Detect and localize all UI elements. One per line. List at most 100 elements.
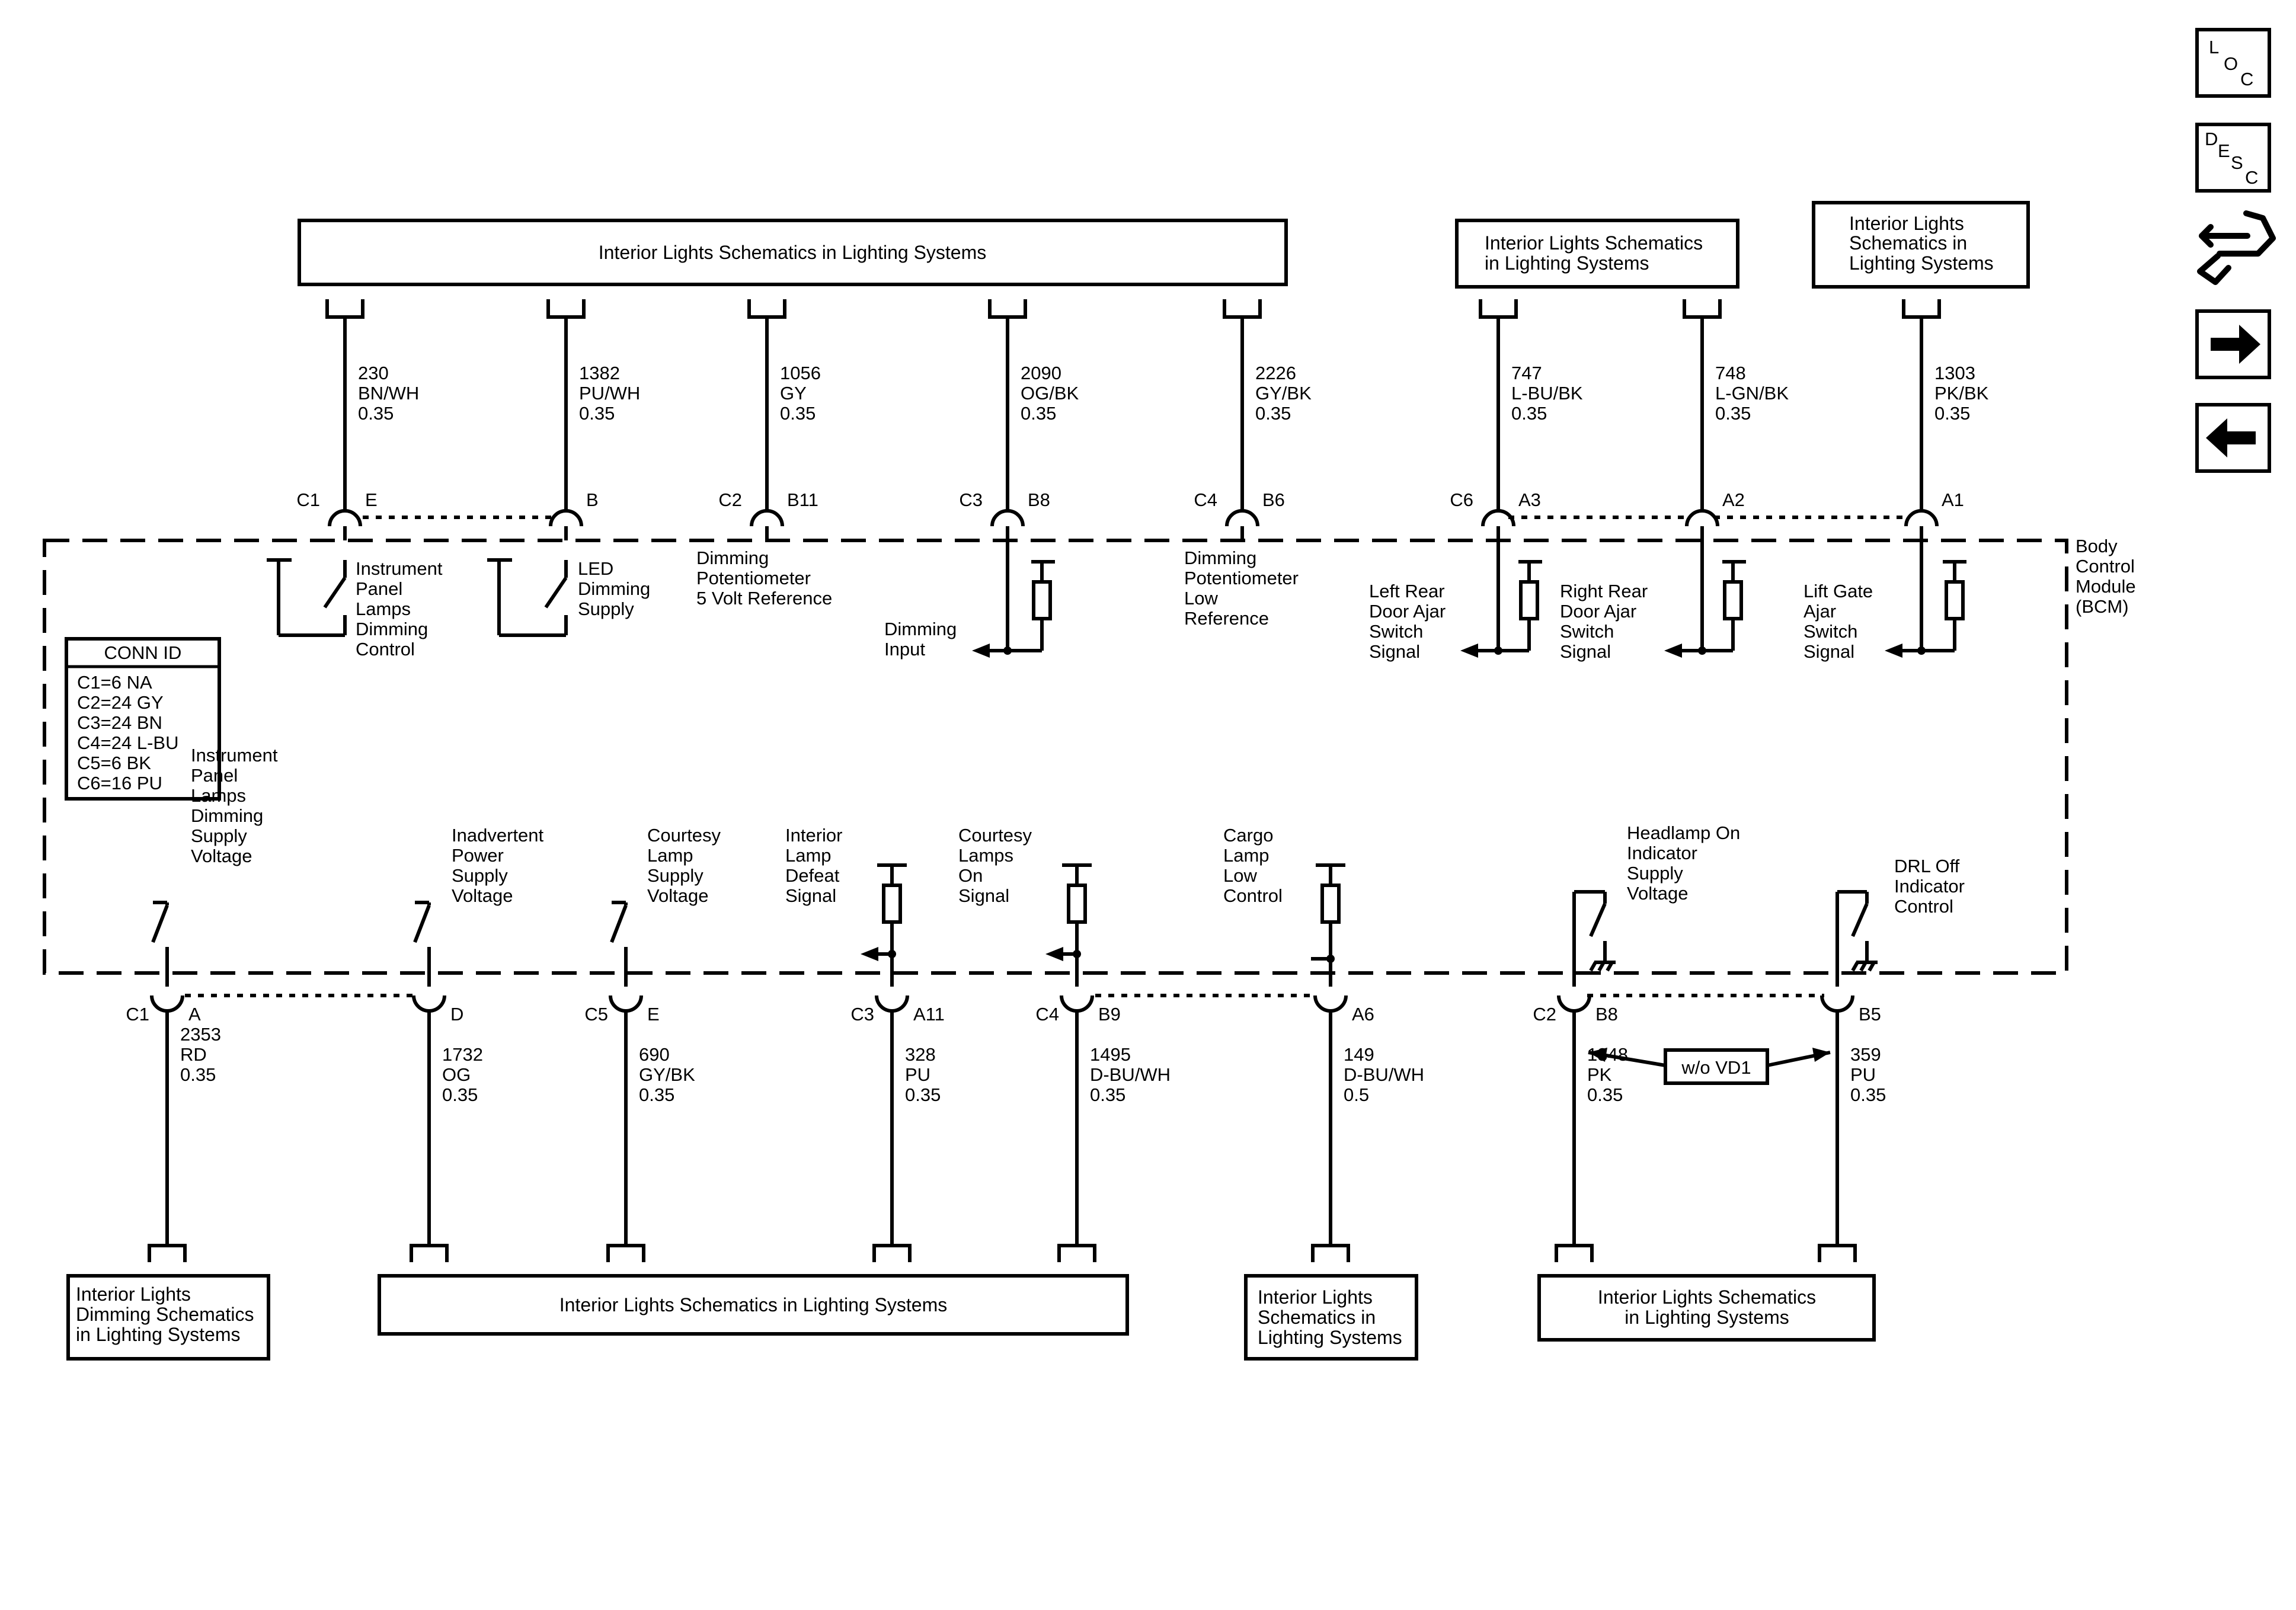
function-label-line: Signal xyxy=(1803,641,1854,662)
function-label-line: Defeat xyxy=(785,865,840,886)
function-label-line: Voltage xyxy=(647,885,708,906)
function-label-line: Indicator xyxy=(1627,843,1697,863)
pin-id: B6 xyxy=(1262,489,1285,510)
wire-circuit: 230 xyxy=(358,363,389,383)
bottom-ref-boxes xyxy=(66,1274,1876,1361)
wire-circuit: 1732 xyxy=(442,1044,483,1065)
top-ref-box-texts: Interior Lights Schematics in Lighting S… xyxy=(599,213,1994,274)
desc-letter-s: S xyxy=(2231,152,2243,173)
wire-circuit: 1303 xyxy=(1934,363,1975,383)
location-button[interactable]: L O C xyxy=(2195,28,2271,98)
wire-color: PU/WH xyxy=(579,383,640,404)
function-label-line: Lamps xyxy=(356,598,411,619)
pin-id: D xyxy=(450,1004,463,1025)
switch-symbol xyxy=(413,901,431,978)
function-label-line: Control xyxy=(356,639,415,660)
bcm-label-line2: Control xyxy=(2076,556,2135,577)
bottom-ref-box-texts: Interior Lights Dimming Schematics in Li… xyxy=(76,1283,1816,1348)
function-label-line: Dimming xyxy=(356,619,428,639)
conn-id-table: CONN ID C1=6 NA C2=24 GY C3=24 BN C4=24 … xyxy=(65,637,221,801)
conn-id-row: C6=16 PU xyxy=(77,773,162,793)
loc-letter-c: C xyxy=(2240,69,2253,89)
connector-id: C2 xyxy=(718,489,742,510)
function-label-line: Reference xyxy=(1184,608,1269,629)
resistor-symbol xyxy=(1664,530,1746,658)
wire-gauge: 0.35 xyxy=(639,1084,674,1105)
wire-circuit: 1382 xyxy=(579,363,620,383)
bottom-ref-box-2[interactable] xyxy=(378,1274,1129,1336)
function-label-line: 5 Volt Reference xyxy=(696,588,832,609)
function-label-line: Signal xyxy=(958,885,1009,906)
previous-page-button[interactable] xyxy=(2195,403,2271,473)
resistor-symbol xyxy=(972,530,1055,658)
top-ref-box-3[interactable] xyxy=(1812,201,2030,289)
function-label-line: Supply xyxy=(1627,863,1683,884)
connector-group-links xyxy=(185,516,1908,997)
function-label-line: Indicator xyxy=(1894,876,1965,897)
switch-symbol xyxy=(487,558,568,637)
function-label-line: Courtesy xyxy=(958,825,1032,846)
bottom-ref-box-3-line2: Schematics in xyxy=(1258,1307,1376,1328)
wire-color: GY/BK xyxy=(639,1064,695,1085)
bottom-ref-box-1-line2: Dimming Schematics xyxy=(76,1304,254,1325)
bottom-ref-box-4-line2: in Lighting Systems xyxy=(1625,1307,1789,1328)
connector-tool-button[interactable] xyxy=(2197,210,2276,285)
pin-id: A xyxy=(188,1004,201,1025)
description-button[interactable]: D E S C xyxy=(2195,123,2271,193)
wire-gauge: 0.35 xyxy=(1021,403,1056,424)
conn-id-row: C3=24 BN xyxy=(77,712,162,733)
bottom-function-labels: InstrumentPanelLampsDimmingSupplyVoltage… xyxy=(191,745,1965,917)
function-label-line: Signal xyxy=(785,885,836,906)
bottom-ref-box-4-line1: Interior Lights Schematics xyxy=(1598,1286,1816,1308)
wire-color: D-BU/WH xyxy=(1090,1064,1171,1085)
bottom-ref-box-3-line1: Interior Lights xyxy=(1258,1286,1373,1308)
function-label-line: Voltage xyxy=(191,846,252,866)
top-ref-box-2-line2: in Lighting Systems xyxy=(1485,252,1649,274)
switch-symbol xyxy=(151,901,169,978)
bottom-ref-box-3[interactable] xyxy=(1244,1274,1418,1361)
resistor-symbol xyxy=(1045,863,1092,978)
function-label-line: Lamp xyxy=(785,845,832,866)
conn-id-title: CONN ID xyxy=(104,642,182,663)
desc-letter-d: D xyxy=(2205,129,2218,149)
wire-circuit: 2226 xyxy=(1255,363,1296,383)
function-label-line: Supply xyxy=(647,865,703,886)
function-label-line: Panel xyxy=(356,578,402,599)
next-page-button[interactable] xyxy=(2195,309,2271,379)
connector-id: C5 xyxy=(584,1004,608,1025)
bottom-ref-box-1[interactable] xyxy=(66,1274,270,1361)
bottom-ref-box-4[interactable] xyxy=(1537,1274,1876,1342)
function-label-line: Dimming xyxy=(884,619,957,639)
top-ref-box-1[interactable] xyxy=(298,219,1288,286)
top-ref-box-2[interactable] xyxy=(1455,219,1739,289)
top-ref-boxes xyxy=(298,201,2030,289)
connector-id: C2 xyxy=(1533,1004,1556,1025)
top-ref-box-1-text: Interior Lights Schematics in Lighting S… xyxy=(599,242,987,263)
function-label-line: Door Ajar xyxy=(1369,601,1446,622)
desc-letter-c: C xyxy=(2245,167,2258,188)
